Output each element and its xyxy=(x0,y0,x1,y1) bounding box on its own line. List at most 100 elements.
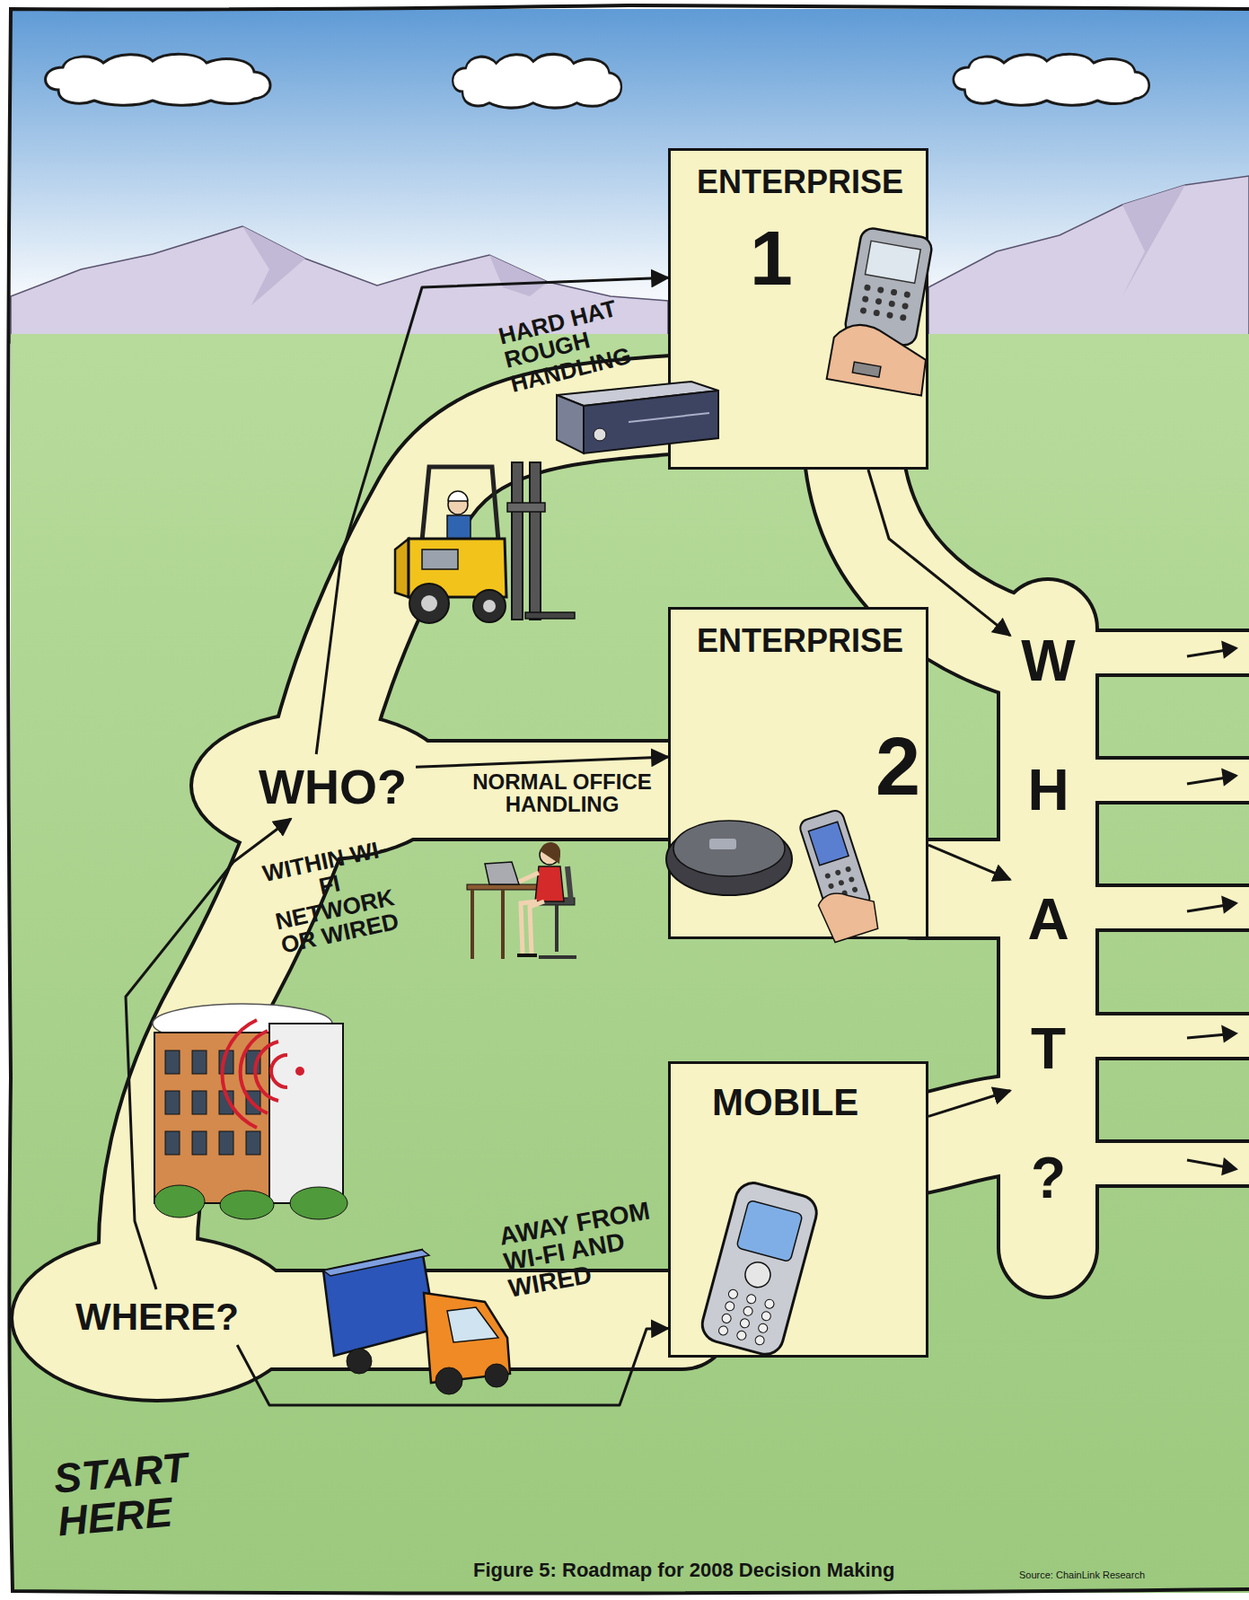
cloud xyxy=(452,53,622,108)
road-arm xyxy=(1047,1139,1249,1188)
forklift xyxy=(395,462,575,624)
start-label: START HERE xyxy=(52,1443,217,1544)
wifi-source xyxy=(295,1066,305,1076)
connector-arrow xyxy=(316,277,669,755)
wave xyxy=(240,1030,268,1114)
cloud xyxy=(45,53,271,106)
wave xyxy=(255,1041,279,1101)
window xyxy=(219,1131,234,1155)
arrow-line xyxy=(1187,905,1227,912)
shrub xyxy=(290,1187,348,1220)
truck-wheel xyxy=(484,1363,509,1388)
forklift-mast xyxy=(529,462,541,620)
question-label: WHAT? xyxy=(1020,628,1078,1276)
chair-back xyxy=(567,866,572,902)
who-question: WHO? xyxy=(249,754,416,819)
window xyxy=(219,1090,234,1115)
forklift-carriage xyxy=(507,502,546,512)
mountain-shade xyxy=(242,226,548,306)
cloud-outline xyxy=(45,53,271,106)
wheel-hub xyxy=(421,595,438,612)
question-label: WHERE? xyxy=(75,1298,239,1337)
truck-cab xyxy=(423,1292,511,1383)
wave xyxy=(271,1055,288,1088)
forklift-cage xyxy=(422,466,499,541)
arrow-head xyxy=(1222,1027,1236,1041)
road-outline xyxy=(1047,652,1249,1164)
window xyxy=(219,1050,234,1074)
forklift-mast xyxy=(511,462,523,620)
box-heading: MOBILE xyxy=(712,1083,859,1122)
chair-base xyxy=(538,955,577,959)
connector-arrow xyxy=(415,756,669,767)
forklift-wheel xyxy=(409,583,449,624)
connector-arrow xyxy=(237,1328,669,1407)
cloud-outline xyxy=(452,53,622,108)
window xyxy=(165,1090,180,1115)
mountain-shade xyxy=(1122,184,1186,297)
arrow-line xyxy=(1187,1160,1227,1168)
worker-head xyxy=(539,844,560,865)
edge-label: WITHIN WI-FI NETWORK OR WIRED xyxy=(251,835,413,961)
road-arm xyxy=(1047,883,1249,933)
box-number: 2 xyxy=(875,726,921,808)
container-top xyxy=(323,1249,430,1276)
shrub xyxy=(154,1185,205,1218)
arrow-line xyxy=(1187,1034,1227,1038)
road-arm xyxy=(1047,628,1249,678)
connector-arrow xyxy=(928,1090,1011,1118)
road-junction xyxy=(9,1233,305,1403)
connector-arrow xyxy=(125,818,291,1290)
road-junction xyxy=(193,713,454,858)
office-worker xyxy=(466,842,577,959)
window xyxy=(246,1131,261,1155)
driver-body xyxy=(447,515,471,543)
edge-label: HARD HAT ROUGH HANDLING xyxy=(496,287,668,397)
window xyxy=(165,1050,180,1074)
window xyxy=(192,1050,207,1074)
mountain-range xyxy=(928,175,1249,344)
desk-leg xyxy=(501,889,505,959)
arrow-head xyxy=(1222,770,1236,784)
edge-label: AWAY FROM WI-FI AND WIRED xyxy=(497,1192,688,1302)
what-band: WHAT? xyxy=(1010,628,1087,1258)
figure-caption: Figure 5: Roadmap for 2008 Decision Maki… xyxy=(473,1559,895,1581)
worker-shoes xyxy=(517,953,537,958)
road-arm xyxy=(1047,756,1249,805)
cloud-outline xyxy=(953,53,1150,106)
sky xyxy=(10,8,1249,344)
delivery-truck xyxy=(323,1249,511,1395)
outgoing-arrows xyxy=(1187,642,1236,1174)
device-side xyxy=(556,395,584,454)
truck-wheel xyxy=(435,1367,463,1395)
worker-dress xyxy=(535,866,564,902)
forklift-body xyxy=(408,538,507,598)
worker-arm xyxy=(518,872,539,882)
box-heading: ENTERPRISE xyxy=(696,166,904,199)
device-button xyxy=(593,428,607,441)
road xyxy=(311,404,683,791)
cloud xyxy=(953,53,1150,106)
building-wing xyxy=(269,1023,344,1204)
connector-arrow xyxy=(928,844,1011,880)
question-label: WHO? xyxy=(258,762,407,811)
window xyxy=(246,1050,261,1074)
desk-leg xyxy=(470,889,475,959)
source-note: Source: ChainLink Research xyxy=(1019,1570,1235,1582)
enterprise-box: ENTERPRISE 2 xyxy=(668,606,929,940)
window xyxy=(192,1090,207,1115)
wheel-hub xyxy=(483,599,496,613)
road xyxy=(311,404,683,791)
box-number: 1 xyxy=(749,219,793,297)
arrow-head xyxy=(1222,897,1236,912)
building-facade xyxy=(154,1032,276,1204)
chair-seat xyxy=(538,897,575,906)
building-windows xyxy=(165,1050,261,1155)
building-cloud xyxy=(152,1003,333,1044)
frame-border xyxy=(8,5,1249,1594)
forklift-counterweight xyxy=(395,538,409,598)
forklift-grille xyxy=(422,549,458,570)
box-heading: ENTERPRISE xyxy=(696,624,904,658)
arrow-head xyxy=(1222,642,1236,657)
wave xyxy=(221,1020,257,1128)
